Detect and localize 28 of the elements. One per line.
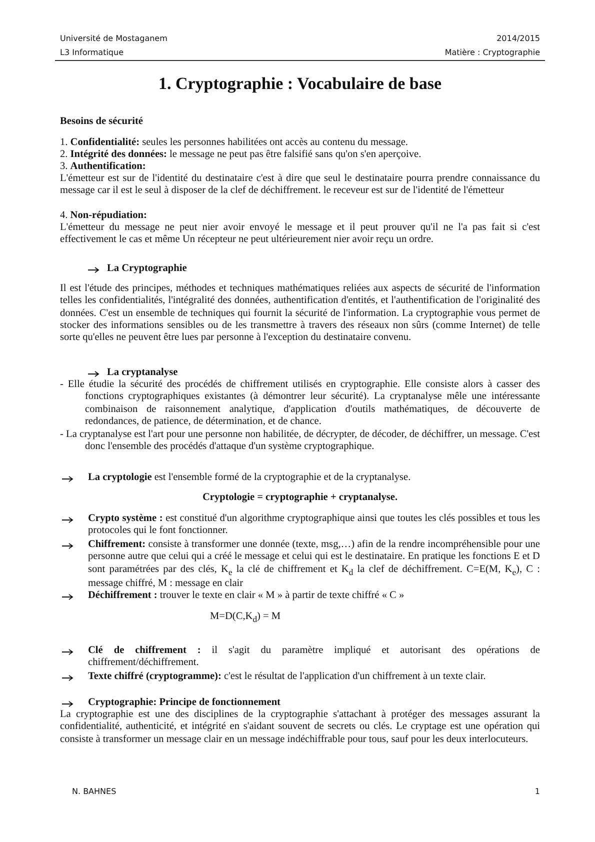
document-title: 1. Cryptographie : Vocabulaire de base (157, 74, 443, 94)
page-header-text: Matière : Cryptographie (444, 48, 540, 58)
section-heading: La cryptanalyse (107, 367, 179, 380)
paragraph: La cryptographie est une des disciplines de la cryptographie s'attachant à protéger des messages assurant la confidentialité, authenticité, et intégrité en s'aidant souvent de secrets ou clés. Le cryptage est une opération qui consiste à transformer un message clair en un message indéchiffrable pour tous, sauf pour les deux interlocuteurs. (60, 709, 540, 746)
page-header-text: 2014/2015 (496, 34, 540, 44)
author-name: N. BAHNES (72, 787, 118, 797)
paragraph: L'émetteur du message ne peut nier avoir envoyé le message et il peut prouver qu'il ne l'a pas fait si c'est effectivement le cas et même Un récepteur ne peut ultérieurement nier avoir reçu un ordre. (60, 222, 540, 247)
list-item: - La cryptanalyse est l'art pour une personne non habilitée, de décrypter, de décoder, de déchiffrer, un message. C'est donc l'ensemble des procédés d'attaque d'un système cryptographique. (60, 429, 540, 454)
paragraph: L'émetteur est sur de l'identité du destinataire c'est à dire que seul le destinataire pourra prendre connaissance du message car il est le seul à disposer de la clef de déchiffrement. le receveur est sur de l'identité de l'émetteur (60, 173, 540, 198)
paragraph: Crypto système : est constitué d'un algorithme cryptographique ainsi que toutes les clés possibles et tous les protocoles qui le font fonctionner. (88, 513, 540, 538)
paragraph: Texte chiffré (cryptogramme): c'est le résultat de l'application d'un chiffrement à un texte clair. (88, 671, 487, 684)
section-heading: La Cryptographie (107, 263, 188, 276)
formula: M=D(C,K$_{d}$) = M (210, 611, 282, 626)
page-number: 1 (534, 787, 540, 797)
list-item: - Elle étudie la sécurité des procédés de chiffrement utilisés en cryptographie. Elle consiste alors à casser des fonctions cryptographiques existantes (à démontrer leur sécurité). La cryptanalyse mêle une intéressante combinaison de raisonnement analytique, d'application d'outils mathématiques, de découverte de redondances, de patience, de détermination, et de chance. (60, 379, 540, 428)
paragraph: Déchiffrement : trouver le texte en clair « M » à partir de texte chiffré « C » (88, 590, 406, 602)
page-header-text: Université de Mostaganem (60, 34, 168, 44)
list-item: 4. Non-répudiation: (60, 210, 148, 222)
paragraph: La cryptologie est l'ensemble formé de la cryptographie et de la cryptanalyse. (88, 472, 412, 484)
paragraph: Il est l'étude des principes, méthodes et techniques mathématiques reliées aux aspects de sécurité de l'information telles les confidentialités, l'intégralité des données, authentification d'entités, et l'authentification de l'originalité des données. C'est un ensemble de techniques qui fournit la sécurité de l'information. La cryptographie vous permet de stocker des informations sensibles ou de les transmettre à travers des réseaux non sûrs (comme Internet) de telle sorte qu'elles ne peuvent être lues par personne à l'exception du destinataire convenu. (60, 283, 540, 344)
list-item: 3. Authentification: (60, 161, 147, 174)
list-item: 2. Intégrité des données: le message ne peut pas être falsifié sans qu'on s'en aperçoive. (60, 149, 422, 162)
section-heading: Cryptographie: Principe de fonctionnement (88, 697, 282, 710)
formula: Cryptologie = cryptographie + cryptanalyse. (201, 492, 399, 504)
paragraph: Clé de chiffrement : il s'agit du paramètre impliqué et autorisant des opérations de chiffrement/déchiffrement. (88, 645, 540, 670)
list-item: 1. Confidentialité: seules les personnes habilitées ont accès au contenu du message. (60, 137, 410, 150)
section-heading: Besoins de sécurité (60, 116, 144, 128)
page-header-text: L3 Informatique (60, 48, 125, 58)
